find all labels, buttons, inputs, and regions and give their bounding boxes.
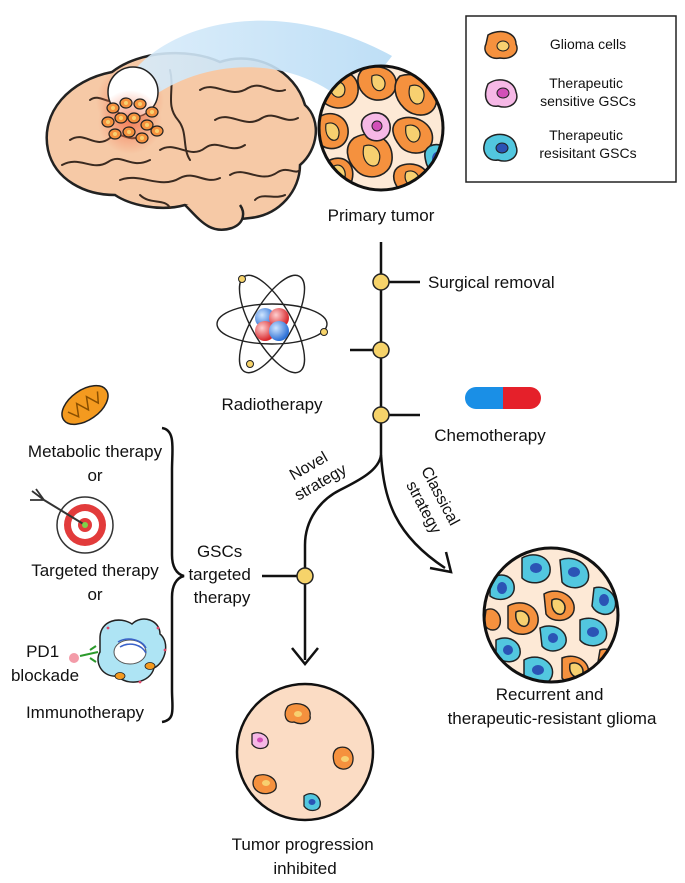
novel-strategy-label: Novel strategy [282,444,350,505]
classical-strategy-path [379,454,446,570]
legend-label-sensitive-gscs: Therapeutic sensitive GSCs [540,75,636,109]
legend-label-glioma: Glioma cells [550,36,626,52]
primary-tumor-label: Primary tumor [328,206,435,225]
classical-strategy-arrowhead [429,551,453,574]
tumor-inhibited-illustration [235,682,375,822]
node-radiotherapy [372,341,390,359]
targeted-therapy-label: Targeted therapy [31,561,159,580]
node-gscs-therapy [296,567,314,585]
primary-tumor-illustration [317,64,445,192]
chemotherapy-label: Chemotherapy [434,426,546,445]
node-chemotherapy [372,406,390,424]
tumor-progression-inhibited-label: Tumor progression inhibited [232,835,379,878]
immunotherapy-label: Immunotherapy [26,703,145,722]
capsule-icon [465,387,541,409]
recurrent-glioma-label: Recurrent and therapeutic-resistant glio… [448,685,657,728]
brain-illustration [45,20,392,231]
novel-strategy-arrowhead [291,647,319,666]
classical-strategy-label: Classical strategy [400,464,465,542]
recurrent-glioma-illustration [482,546,620,684]
gscs-targeted-therapy-label: GSCs targeted therapy [188,542,255,607]
atom-icon [216,274,328,374]
pd1-blockade-label: PD1 blockade [11,642,79,685]
node-surgical-removal [372,273,390,291]
legend-label-resistant-gscs: Therapeutic resisitant GSCs [539,127,636,161]
pathway-nodes [296,273,390,585]
novel-strategy-path [303,454,383,660]
radiotherapy-label: Radiotherapy [221,395,323,414]
immune-cell-icon [69,618,167,684]
metabolic-therapy-label: Metabolic therapy [28,442,163,461]
or-label-2: or [87,585,102,604]
curly-brace [161,426,185,724]
legend-icon-glioma [484,30,518,60]
or-label-1: or [87,466,102,485]
surgical-removal-label: Surgical removal [428,273,555,292]
legend-icon-resistant-gscs [483,133,518,162]
legend-icon-sensitive-gscs [484,79,518,108]
target-icon [30,488,114,554]
mitochondrion-icon [61,384,109,426]
legend: Glioma cells Therapeutic sensitive GSCs … [465,15,677,183]
